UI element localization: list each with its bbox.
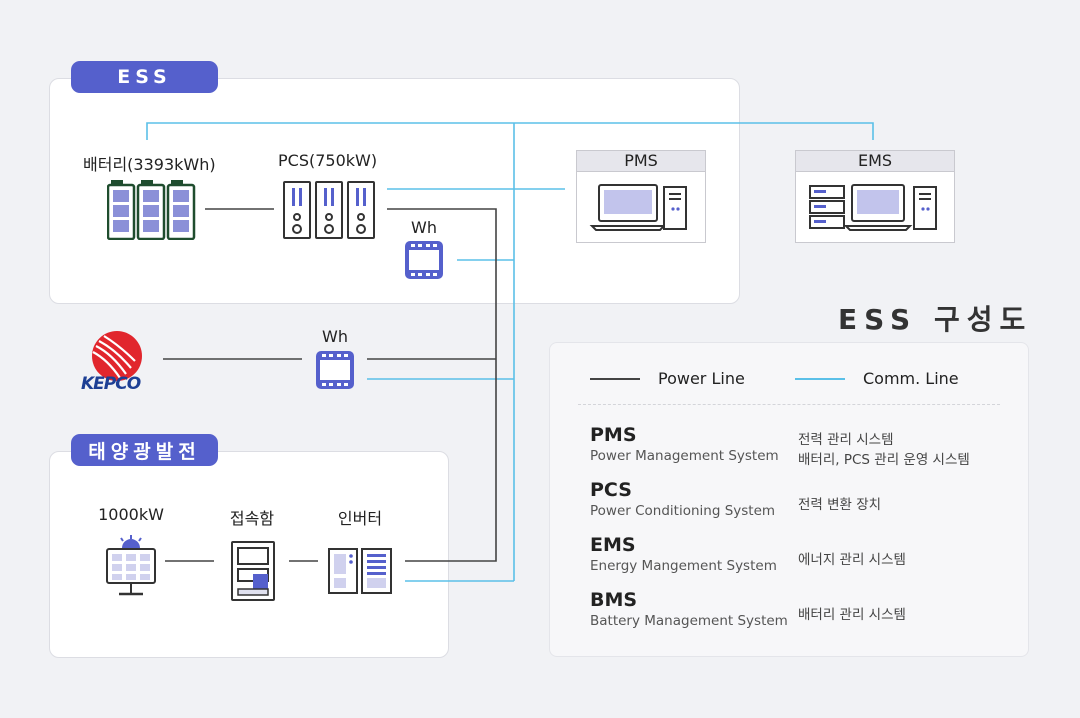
junction-box-label: 접속함 <box>229 509 275 528</box>
legend-abbr: BMS <box>590 589 638 611</box>
legend-panel: Power Line Comm. Line PMS Power Manageme… <box>549 342 1029 657</box>
solar-badge: 태양광발전 <box>71 434 218 466</box>
legend-desc: 에너지 관리 시스템 <box>798 552 906 568</box>
kepco-logo <box>78 328 156 402</box>
legend-desc: 배터리 관리 시스템 <box>798 607 906 623</box>
ess-badge: ESS <box>71 61 218 93</box>
diagram-title: ESS 구성도 <box>838 303 1033 336</box>
pms-box: PMS <box>576 150 706 243</box>
ess-meter-icon <box>405 241 443 283</box>
solar-panel-icon <box>105 535 157 605</box>
battery-icon <box>106 180 197 244</box>
pms-label: PMS <box>577 151 705 172</box>
inverter-icon <box>328 548 392 598</box>
legend-abbr: PCS <box>590 479 632 501</box>
pcs-icon <box>283 181 375 243</box>
legend-desc: 전력 변환 장치 <box>798 497 882 513</box>
pms-computer-icon <box>589 184 687 231</box>
legend-divider <box>578 404 1000 405</box>
legend-fullname: Energy Mangement System <box>590 558 777 574</box>
comm-line-label: Comm. Line <box>863 369 959 388</box>
power-line-label: Power Line <box>658 369 745 388</box>
inverter-label: 인버터 <box>337 509 383 528</box>
grid-meter-icon <box>316 351 354 393</box>
ems-server-computer-icon <box>809 184 937 231</box>
legend-fullname: Power Management System <box>590 448 779 464</box>
comm-line-swatch <box>795 378 845 380</box>
ems-label: EMS <box>796 151 954 172</box>
ems-box: EMS <box>795 150 955 243</box>
legend-fullname: Battery Management System <box>590 613 788 629</box>
solar-panel-label: 1000kW <box>98 505 164 524</box>
grid-meter-label: Wh <box>322 327 348 346</box>
legend-abbr: EMS <box>590 534 636 556</box>
legend-desc: 배터리, PCS 관리 운영 시스템 <box>798 452 970 468</box>
power-line-swatch <box>590 378 640 380</box>
kepco-logo-text: KEPCO <box>81 374 141 394</box>
legend-abbr: PMS <box>590 424 637 446</box>
battery-label: 배터리(3393kWh) <box>83 155 216 174</box>
legend-fullname: Power Conditioning System <box>590 503 776 519</box>
pcs-label: PCS(750kW) <box>278 151 378 170</box>
ess-meter-label: Wh <box>411 218 437 237</box>
junction-box-icon <box>231 541 275 605</box>
legend-desc: 전력 관리 시스템 <box>798 432 894 448</box>
